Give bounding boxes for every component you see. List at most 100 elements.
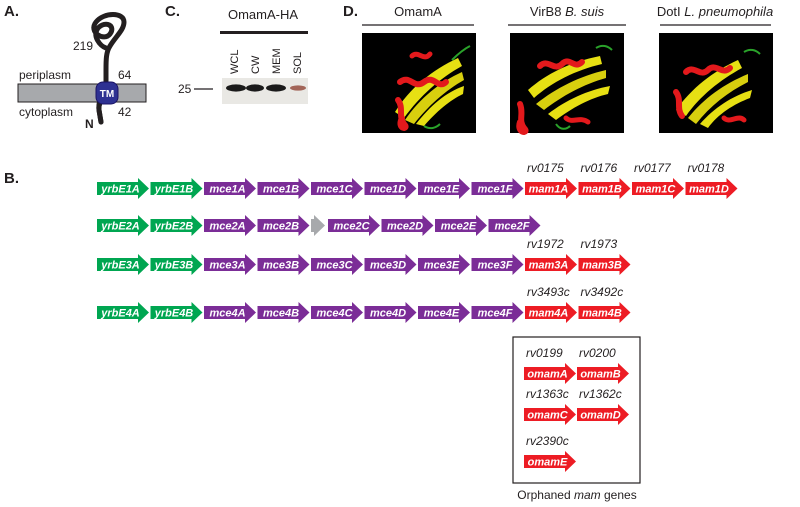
lane-label-mem: MEM: [271, 48, 283, 74]
rv-locus-label: rv0176: [581, 161, 618, 175]
rv-locus-label: rv0175: [527, 161, 564, 175]
gene-arrow: mce1E: [418, 178, 470, 199]
gene-arrow-shape: [525, 302, 577, 323]
gene-arrow: mce1A: [204, 178, 256, 199]
gene-arrow: mce4E: [418, 302, 470, 323]
gene-arrow-shape: [418, 178, 470, 199]
gene-name: mce4F: [478, 308, 513, 320]
residue-219: 219: [73, 39, 93, 53]
gene-arrow: mce3E: [418, 254, 470, 275]
panel-a-label: A.: [4, 3, 19, 20]
panel-c: C. OmamA-HA WCL CW MEM SOL 25: [165, 3, 308, 104]
periplasm-label: periplasm: [19, 68, 71, 82]
gene-arrow: mce2B: [257, 215, 310, 236]
gene-name: mce2B: [263, 221, 299, 233]
gene-arrow-shape: [204, 215, 256, 236]
gene-name: mce3F: [478, 260, 513, 272]
band-sol: [290, 85, 306, 91]
gene-arrow-shape: [150, 254, 203, 275]
gene-name: mce4A: [209, 308, 245, 320]
gene-arrow-shape: [150, 215, 203, 236]
rv-locus-label: rv1972: [527, 237, 564, 251]
gene-name: mce4B: [263, 308, 299, 320]
rv-locus-label: rv0178: [688, 161, 725, 175]
gene-name: mce2A: [209, 221, 245, 233]
tm-domain: [95, 81, 119, 105]
gene-arrow: yrbE1B: [150, 178, 203, 199]
gene-arrow-shape: [150, 178, 203, 199]
gene-arrow: yrbE3B: [150, 254, 203, 275]
gene-name: mce2C: [333, 221, 370, 233]
gene-arrow-shape: [524, 451, 576, 472]
gene-name: mce1E: [424, 184, 460, 196]
panel-a: A. TM 219 64 42 periplasm cytoplasm N: [4, 3, 147, 131]
gene-arrow: mce2F: [488, 215, 541, 236]
gene-arrow: mam1A rv0175: [525, 161, 577, 199]
gene-arrow: mce1F: [471, 178, 524, 199]
gene-name: mam4B: [582, 308, 622, 320]
gene-arrow: mce3A: [204, 254, 256, 275]
gene-name: yrbE1A: [100, 184, 140, 196]
gene-arrow-shape: [150, 302, 203, 323]
gene-arrow-shape: [257, 215, 310, 236]
gene-arrow: mce4B: [257, 302, 310, 323]
gene-arrow: yrbE4A: [97, 302, 149, 323]
gene-name: mce3E: [424, 260, 460, 272]
gene-arrow-shape: [311, 302, 363, 323]
lane-label-cw: CW: [250, 55, 262, 74]
rv-locus-label: rv0199: [526, 346, 563, 360]
gene-arrow-shape: [311, 254, 363, 275]
gene-name: yrbE4B: [154, 308, 194, 320]
gene-name: yrbE1B: [154, 184, 194, 196]
gene-arrow: mce4A: [204, 302, 256, 323]
gene-arrow: omamE rv2390c: [524, 434, 576, 472]
gene-arrow-shape: [471, 302, 524, 323]
gene-arrow: mce3F: [471, 254, 524, 275]
lane-label-wcl: WCL: [229, 50, 241, 74]
gene-arrow-shape: [488, 215, 541, 236]
gene-arrow-shape: [257, 178, 310, 199]
gene-name: mce1F: [478, 184, 513, 196]
membrane-bar: [17, 83, 147, 103]
gene-arrow-shape: [381, 215, 434, 236]
gene-arrow-shape: [524, 363, 576, 384]
gene-arrow-shape: [311, 215, 325, 236]
gene-name: omamE: [528, 457, 568, 469]
gene-arrow: yrbE2B: [150, 215, 203, 236]
protein-chain: [91, 12, 127, 125]
panel-d: D. OmamA VirB8 B. suis DotI L. pneumophi…: [343, 3, 773, 135]
rv-locus-label: rv1363c: [526, 387, 569, 401]
gene-arrow-shape: [471, 254, 524, 275]
gene-arrow: mce2E: [435, 215, 487, 236]
cytoplasm-label: cytoplasm: [19, 105, 73, 119]
rv-locus-label: rv2390c: [526, 434, 569, 448]
gene-arrow-shape: [257, 302, 310, 323]
structure-title-virb8: VirB8 B. suis: [530, 4, 605, 19]
gene-name: mam1D: [689, 184, 729, 196]
gene-arrow-shape: [685, 178, 738, 199]
gene-arrow-shape: [364, 302, 417, 323]
rv-locus-label: rv3492c: [581, 285, 624, 299]
gene-name: yrbE4A: [100, 308, 140, 320]
gene-arrow: mce1D: [364, 178, 417, 199]
gene-name: mce4E: [424, 308, 460, 320]
gene-arrow: mce3C: [311, 254, 363, 275]
structure-image-doti: [659, 33, 773, 133]
gene-name: omamC: [527, 410, 568, 422]
gene-arrow: yrbE3A: [97, 254, 149, 275]
gene-arrow-shape: [525, 178, 577, 199]
gene-arrow: mce1B: [257, 178, 310, 199]
gene-arrow-shape: [632, 178, 684, 199]
gene-name: yrbE3B: [154, 260, 194, 272]
gene-name: mam1A: [529, 184, 569, 196]
gene-arrow: mce3B: [257, 254, 310, 275]
gene-name: mam3B: [582, 260, 622, 272]
gene-name: mce1B: [263, 184, 299, 196]
gene-arrow: omamC rv1363c: [524, 387, 576, 425]
gene-name: omamA: [527, 369, 567, 381]
gene-arrow-shape: [364, 254, 417, 275]
